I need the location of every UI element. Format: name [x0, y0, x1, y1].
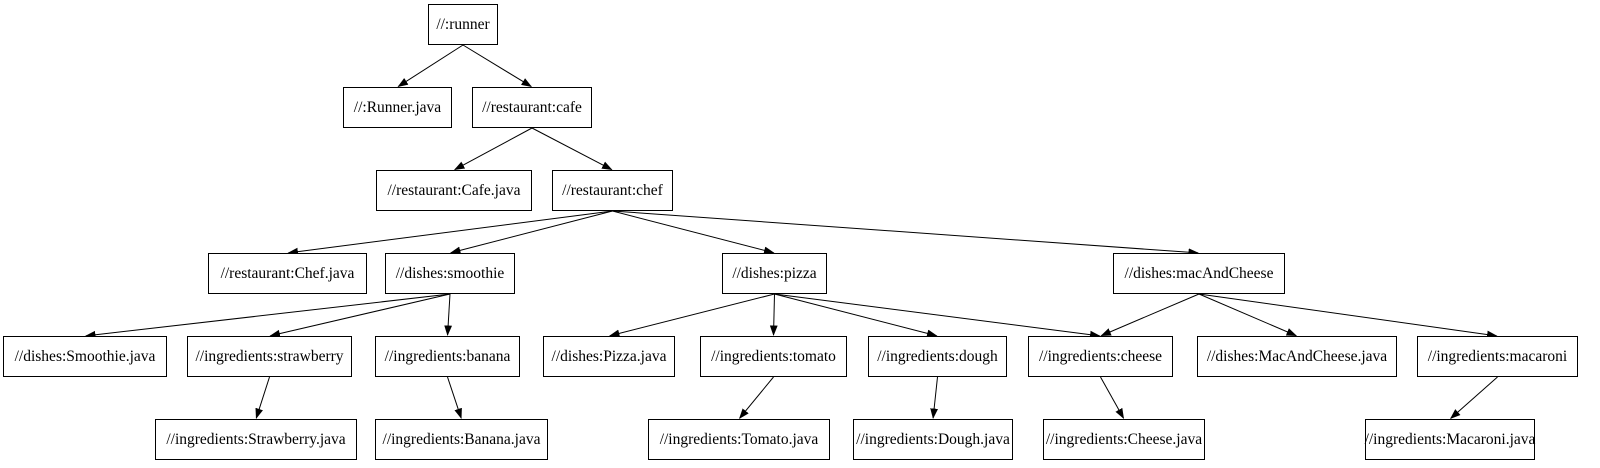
edge-pizza-to-dough — [774, 293, 938, 338]
edge-macandcheese-to-macaroni — [1198, 293, 1498, 339]
graph-node-dough: //ingredients:dough — [868, 336, 1007, 377]
graph-node-macandcheese-java: //dishes:MacAndCheese.java — [1197, 336, 1397, 377]
edge-strawberry-to-strawberry-java — [255, 376, 270, 420]
graph-node-macandcheese: //dishes:macAndCheese — [1113, 253, 1285, 294]
edge-smoothie-to-banana — [444, 293, 453, 337]
edge-cheese-to-cheese-java — [1100, 376, 1125, 420]
graph-node-banana-java: //ingredients:Banana.java — [375, 419, 548, 460]
graph-node-chef-java: //restaurant:Chef.java — [208, 253, 367, 294]
graph-node-macaroni-java: //ingredients:Macaroni.java — [1365, 419, 1535, 460]
graph-node-tomato-java: //ingredients:Tomato.java — [648, 419, 830, 460]
graph-node-macaroni: //ingredients:macaroni — [1417, 336, 1578, 377]
graph-node-strawberry-java: //ingredients:Strawberry.java — [155, 419, 357, 460]
graph-node-dough-java: //ingredients:Dough.java — [853, 419, 1013, 460]
graph-node-cafe-java: //restaurant:Cafe.java — [376, 170, 532, 211]
edge-cafe-to-chef — [531, 127, 613, 170]
graph-node-runner: //:runner — [428, 4, 498, 45]
graph-node-cafe: //restaurant:cafe — [472, 87, 592, 128]
graph-node-smoothie-java: //dishes:Smoothie.java — [3, 336, 167, 377]
edge-smoothie-to-smoothie-java — [85, 293, 451, 339]
edge-chef-to-chef-java — [287, 210, 613, 256]
edge-chef-to-macandcheese — [612, 210, 1200, 257]
edge-runner-to-cafe — [462, 44, 533, 88]
edge-pizza-to-pizza-java — [609, 293, 775, 338]
graph-node-chef: //restaurant:chef — [552, 170, 673, 211]
edge-chef-to-pizza — [612, 210, 775, 255]
graph-node-cheese: //ingredients:cheese — [1028, 336, 1173, 377]
graph-node-banana: //ingredients:banana — [375, 336, 520, 377]
edge-macaroni-to-macaroni-java — [1449, 376, 1498, 419]
edge-pizza-to-tomato — [769, 293, 778, 336]
edge-cafe-to-cafe-java — [453, 127, 533, 170]
edge-banana-to-banana-java — [447, 376, 462, 420]
graph-node-strawberry: //ingredients:strawberry — [187, 336, 352, 377]
edge-runner-to-runner-java — [397, 44, 464, 88]
graph-node-pizza: //dishes:pizza — [722, 253, 827, 294]
graph-node-pizza-java: //dishes:Pizza.java — [543, 336, 675, 377]
graph-node-cheese-java: //ingredients:Cheese.java — [1043, 419, 1205, 460]
edge-macandcheese-to-cheese — [1100, 293, 1200, 337]
edge-group — [85, 44, 1498, 420]
edge-dough-to-dough-java — [930, 376, 938, 419]
edge-chef-to-smoothie — [449, 210, 613, 255]
edge-smoothie-to-strawberry — [269, 293, 451, 338]
edge-pizza-to-cheese — [774, 293, 1101, 339]
graph-node-runner-java: //:Runner.java — [343, 87, 452, 128]
edge-macandcheese-to-macandcheese-java — [1198, 293, 1297, 337]
edge-tomato-to-tomato-java — [739, 376, 774, 419]
graph-node-smoothie: //dishes:smoothie — [385, 253, 515, 294]
graph-node-tomato: //ingredients:tomato — [700, 336, 847, 377]
